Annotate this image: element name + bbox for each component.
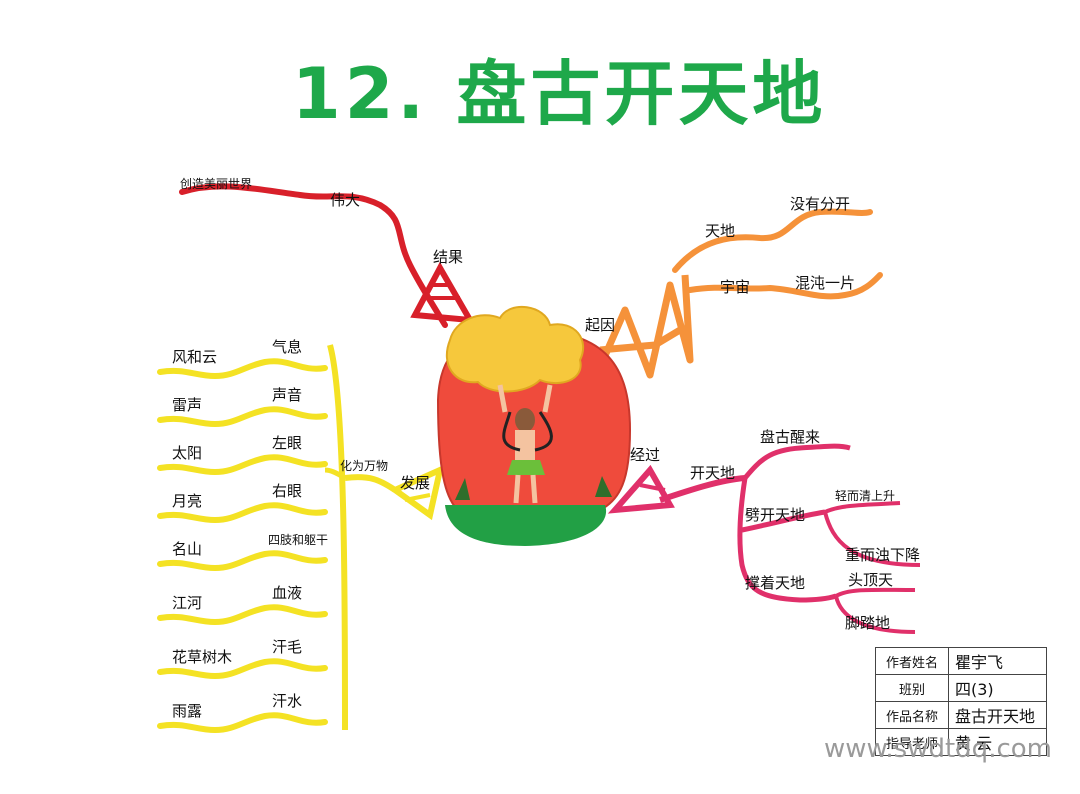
author-key: 作者姓名 — [875, 647, 949, 675]
author-info-table: 作者姓名 瞿宇飞 班别 四(3) 作品名称 盘古开天地 指导老师 黄 云 — [875, 647, 1047, 756]
center-label: 盘古 — [480, 558, 482, 561]
process-branch: 经过 开天地 盘古醒来 劈开天地 轻而清上升 重而浊下降 撑着天地 头顶天 脚踏… — [607, 428, 920, 634]
development-row-line — [157, 658, 328, 680]
watermark: www.swdtdq.com — [824, 734, 1052, 764]
development-sub: 化为万物 — [340, 459, 388, 473]
process-leaf-3b: 脚踏地 — [845, 614, 890, 632]
class-value: 四(3) — [948, 674, 1047, 702]
process-item-1: 盘古醒来 — [760, 428, 820, 446]
process-item-3: 撑着天地 — [745, 574, 805, 592]
class-key: 班别 — [875, 674, 949, 702]
development-leaf: 太阳 — [172, 444, 202, 462]
work-value: 盘古开天地 — [948, 701, 1047, 729]
result-branch: 结果 伟大 创造美丽世界 — [179, 177, 476, 328]
development-source: 汗毛 — [272, 638, 302, 656]
development-leaf: 花草树木 — [172, 648, 232, 666]
development-leaf: 雨露 — [172, 702, 202, 720]
development-leaf: 江河 — [172, 594, 202, 612]
author-value: 瞿宇飞 — [948, 647, 1047, 675]
development-leaf: 名山 — [172, 540, 202, 558]
development-leaf: 月亮 — [172, 492, 202, 510]
work-key: 作品名称 — [875, 701, 949, 729]
page-title: 12. 盘古开天地 — [292, 53, 827, 135]
result-label: 结果 — [433, 248, 463, 266]
development-row-line — [157, 358, 328, 380]
cause-label: 起因 — [585, 316, 615, 334]
process-sub: 开天地 — [690, 464, 735, 482]
cause-leaf-1: 没有分开 — [790, 195, 850, 213]
development-leaf: 风和云 — [172, 348, 217, 366]
development-source: 血液 — [272, 584, 302, 602]
development-source: 声音 — [272, 386, 302, 404]
cause-branch: 起因 天地 没有分开 宇宙 混沌一片 — [585, 195, 883, 392]
development-row-line — [157, 550, 328, 572]
process-label: 经过 — [630, 446, 660, 464]
development-source: 汗水 — [272, 692, 302, 710]
development-label: 发展 — [400, 474, 430, 492]
development-row-line — [157, 502, 328, 524]
development-source: 右眼 — [272, 482, 302, 500]
cause-item-1: 天地 — [705, 222, 735, 240]
process-leaf-2a: 轻而清上升 — [835, 489, 895, 503]
result-sub: 伟大 — [330, 191, 360, 209]
process-item-2: 劈开天地 — [745, 506, 805, 524]
process-leaf-2b: 重而浊下降 — [845, 546, 920, 564]
development-source: 气息 — [272, 338, 302, 356]
development-row-line — [157, 454, 328, 476]
development-row-line — [157, 406, 328, 428]
central-illustration: 盘古 — [436, 305, 632, 561]
cause-leaf-2: 混沌一片 — [795, 274, 855, 292]
development-source: 左眼 — [272, 434, 302, 452]
process-leaf-3a: 头顶天 — [848, 571, 893, 589]
teacher-value: 黄 云 — [948, 728, 1047, 756]
cause-item-2: 宇宙 — [720, 278, 750, 296]
development-row-line — [157, 712, 328, 734]
result-leaf: 创造美丽世界 — [180, 177, 252, 191]
development-source: 四肢和躯干 — [268, 532, 328, 547]
development-row-line — [157, 604, 328, 626]
development-leaf: 雷声 — [172, 396, 202, 414]
